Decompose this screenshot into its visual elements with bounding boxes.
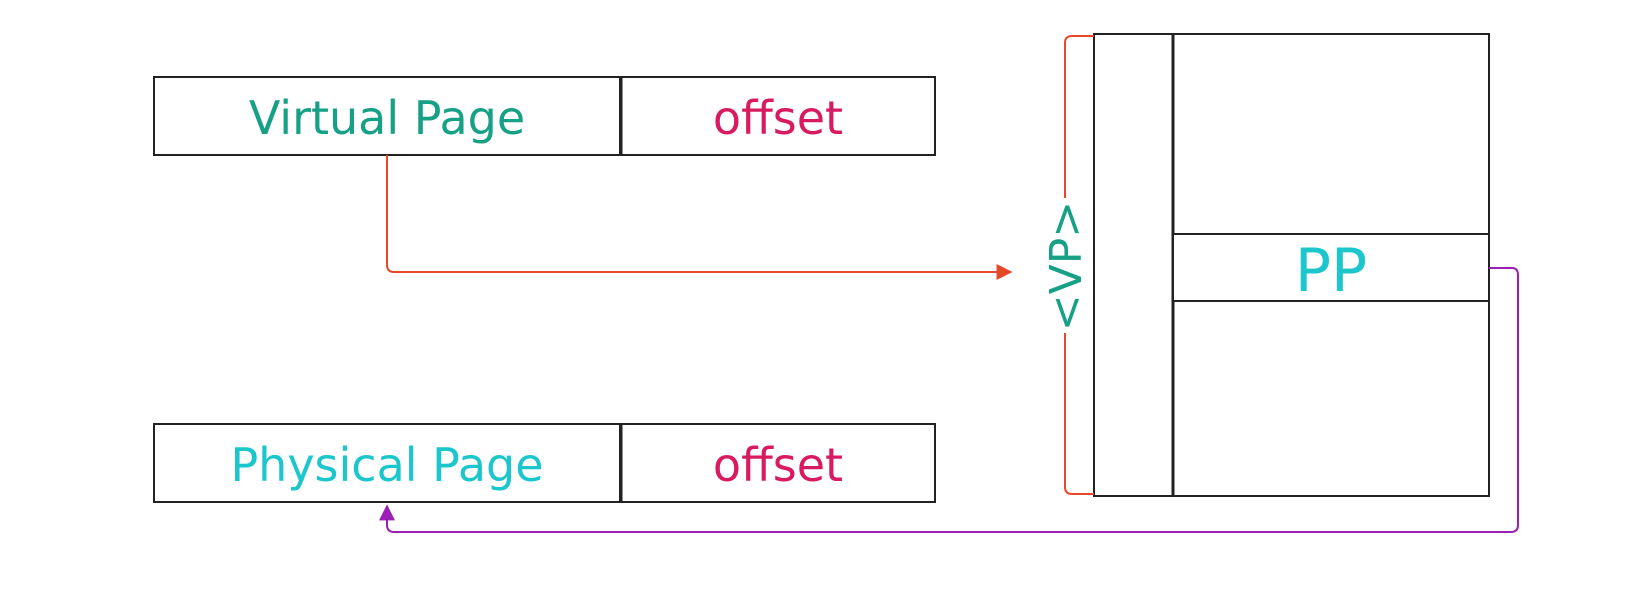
page-table-selected-entry [1172, 233, 1490, 302]
vp-index-bracket-bottom [1064, 333, 1094, 495]
physical-offset-label: offset [713, 438, 843, 492]
vp-index-bracket-top [1064, 35, 1094, 198]
virtual-page-label: Virtual Page [249, 91, 525, 145]
physical-address-register: Physical Page offset [153, 423, 936, 503]
virtual-page-field [153, 76, 621, 156]
virtual-offset-field [619, 76, 936, 156]
virtual-offset-label: offset [713, 91, 843, 145]
page-table-entry-label: PP [1295, 236, 1367, 306]
physical-offset-field [619, 423, 936, 503]
page-table-index-column [1093, 33, 1174, 497]
result-arrow [379, 267, 1519, 533]
virtual-address-register: Virtual Page offset [153, 76, 936, 156]
physical-page-field [153, 423, 621, 503]
lookup-arrow [386, 155, 1013, 280]
page-table: PP <VP> [1041, 33, 1490, 497]
vp-index-label: <VP> [1041, 201, 1092, 331]
physical-page-label: Physical Page [230, 438, 543, 492]
